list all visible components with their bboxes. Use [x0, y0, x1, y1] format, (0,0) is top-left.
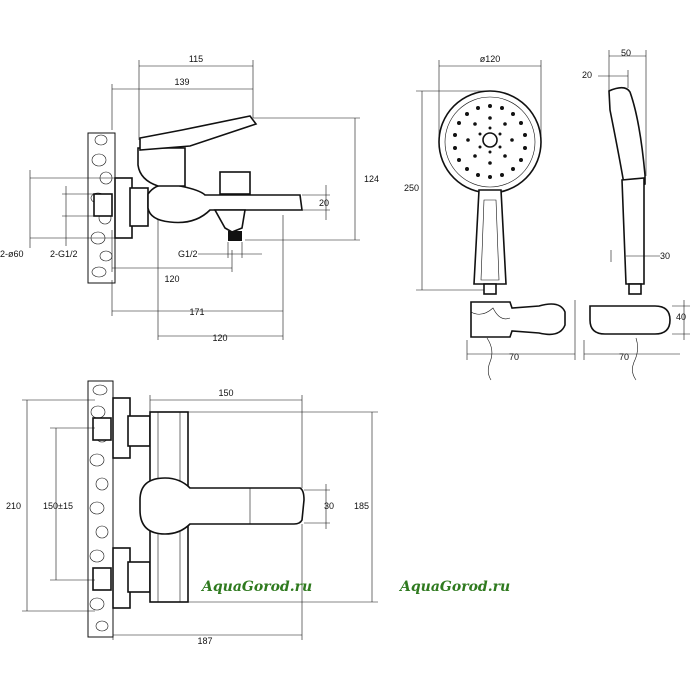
dim-diverter-to-end: 120 — [212, 333, 227, 343]
inlet-pipe — [93, 193, 113, 217]
shower-side-handle — [621, 177, 645, 285]
dim-holder-height: 40 — [676, 312, 686, 322]
shower-handle-thread — [483, 283, 497, 295]
dim-total-depth: 187 — [197, 636, 212, 646]
shower-nozzles — [453, 104, 527, 179]
front-view: 150 210 150±15 30 185 187 — [6, 380, 378, 646]
shower-side-head — [608, 86, 646, 192]
dim-height: 124 — [364, 174, 379, 184]
hose-thread — [228, 231, 242, 241]
nut-upper — [127, 415, 151, 447]
dim-lever-height: 30 — [324, 501, 334, 511]
mixer-lever-front — [139, 477, 305, 535]
nut-lower — [127, 561, 151, 593]
dim-side-tip: 20 — [582, 70, 592, 80]
dim-center-distance: 150±15 — [43, 501, 73, 511]
side-view: 115 139 124 20 G1/2 2-ø60 2-G1/2 120 — [0, 54, 379, 343]
hand-shower-front: ø120 250 — [404, 54, 542, 295]
dim-front-width: 150 — [218, 388, 233, 398]
hand-shower-side: 50 20 30 — [582, 48, 670, 295]
wall-holder-front: 70 — [466, 300, 576, 381]
shower-center-button — [482, 132, 498, 148]
dim-flange-diameter: 2-ø60 — [0, 249, 24, 259]
wall-holder-side: 40 70 — [583, 300, 690, 381]
dim-holder-front-width: 70 — [509, 352, 519, 362]
shower-side-thread — [628, 283, 642, 295]
dim-inlet-to-outlet: 120 — [164, 274, 179, 284]
dim-inlet-thread: 2-G1/2 — [50, 249, 78, 259]
shower-handle — [473, 189, 507, 285]
watermark-left: AquaGorod.ru — [200, 579, 312, 595]
spout-outlet — [213, 209, 246, 233]
dim-outlet-reach: 115 — [189, 54, 203, 64]
dim-holder-side-width: 70 — [619, 352, 629, 362]
diverter-knob — [219, 171, 251, 195]
dim-wall-to-end: 171 — [189, 307, 204, 317]
dim-outlet-height: 20 — [319, 198, 329, 208]
dim-head-diameter: ø120 — [480, 54, 501, 64]
eccentric-nut — [129, 187, 149, 227]
watermark-right: AquaGorod.ru — [398, 579, 510, 595]
cartridge-housing — [137, 147, 186, 187]
dim-connection-thread: G1/2 — [178, 249, 198, 259]
inlet-upper — [92, 417, 112, 441]
dim-total-height: 210 — [6, 501, 21, 511]
lever-handle — [139, 115, 258, 151]
holder-front-body — [470, 301, 566, 338]
dim-side-width: 50 — [621, 48, 631, 58]
dim-total-length: 139 — [174, 77, 189, 87]
inlet-lower — [92, 567, 112, 591]
holder-side-body — [589, 305, 671, 335]
dim-shower-length: 250 — [404, 183, 419, 193]
dim-body-height: 185 — [354, 501, 369, 511]
dim-handle-width: 30 — [660, 251, 670, 261]
